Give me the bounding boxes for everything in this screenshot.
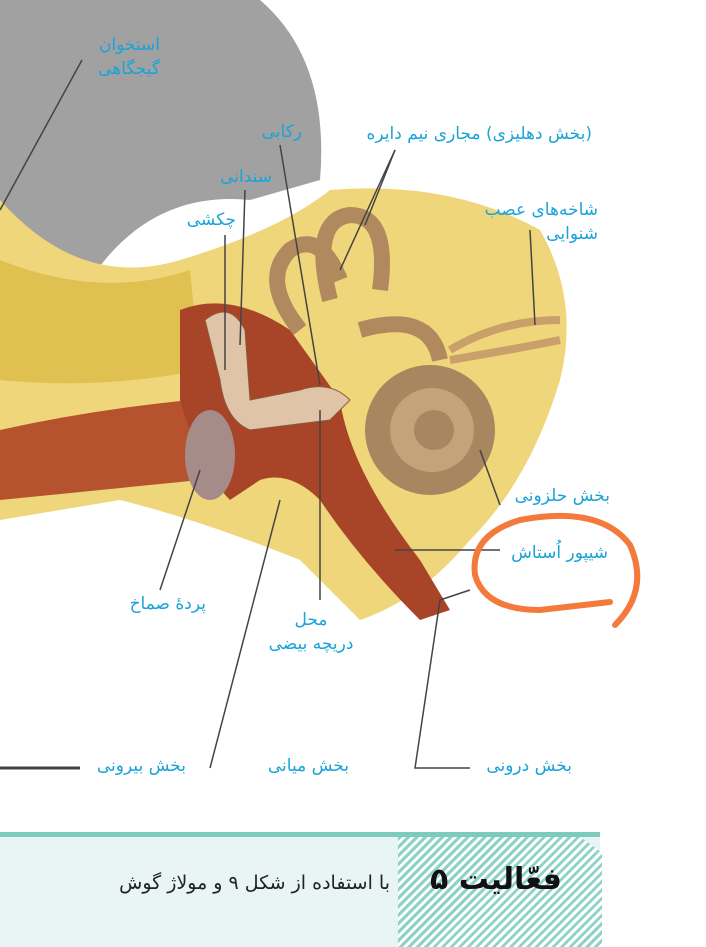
nerve-branches <box>447 316 561 364</box>
semicircular-canals-shape <box>269 206 448 363</box>
label-incus: سندانی <box>220 167 272 187</box>
label-middle-ear: بخش میانی <box>267 756 349 776</box>
leader-lines <box>0 59 536 770</box>
activity-text: با استفاده از شکل ۹ و مولاژ گوش <box>119 872 390 894</box>
orange-annotation-circle <box>471 512 641 628</box>
label-stapes: رکابی <box>261 122 302 142</box>
ossicles <box>204 311 351 431</box>
ear-canal <box>0 400 200 500</box>
label-inner-ear: بخش درونی <box>486 756 572 776</box>
label-eustachian-tube: شیپور اُستاش <box>511 543 608 563</box>
label-eardrum: پردهٔ صماخ <box>129 594 206 614</box>
label-cochlea: بخش حلزونی <box>514 486 610 506</box>
skull-gray-region <box>0 0 322 280</box>
activity-title: فعّالیت ۵ <box>430 862 562 897</box>
label-outer-ear: بخش بیرونی <box>96 756 186 776</box>
label-malleus: چکشی <box>186 210 236 230</box>
activity-tag <box>398 832 602 947</box>
ear-anatomy-illustration <box>0 0 641 770</box>
eardrum-shape <box>185 410 235 500</box>
label-semicircular-canals: (بخش دهلیزی) مجاری نیم دایره <box>366 124 593 144</box>
